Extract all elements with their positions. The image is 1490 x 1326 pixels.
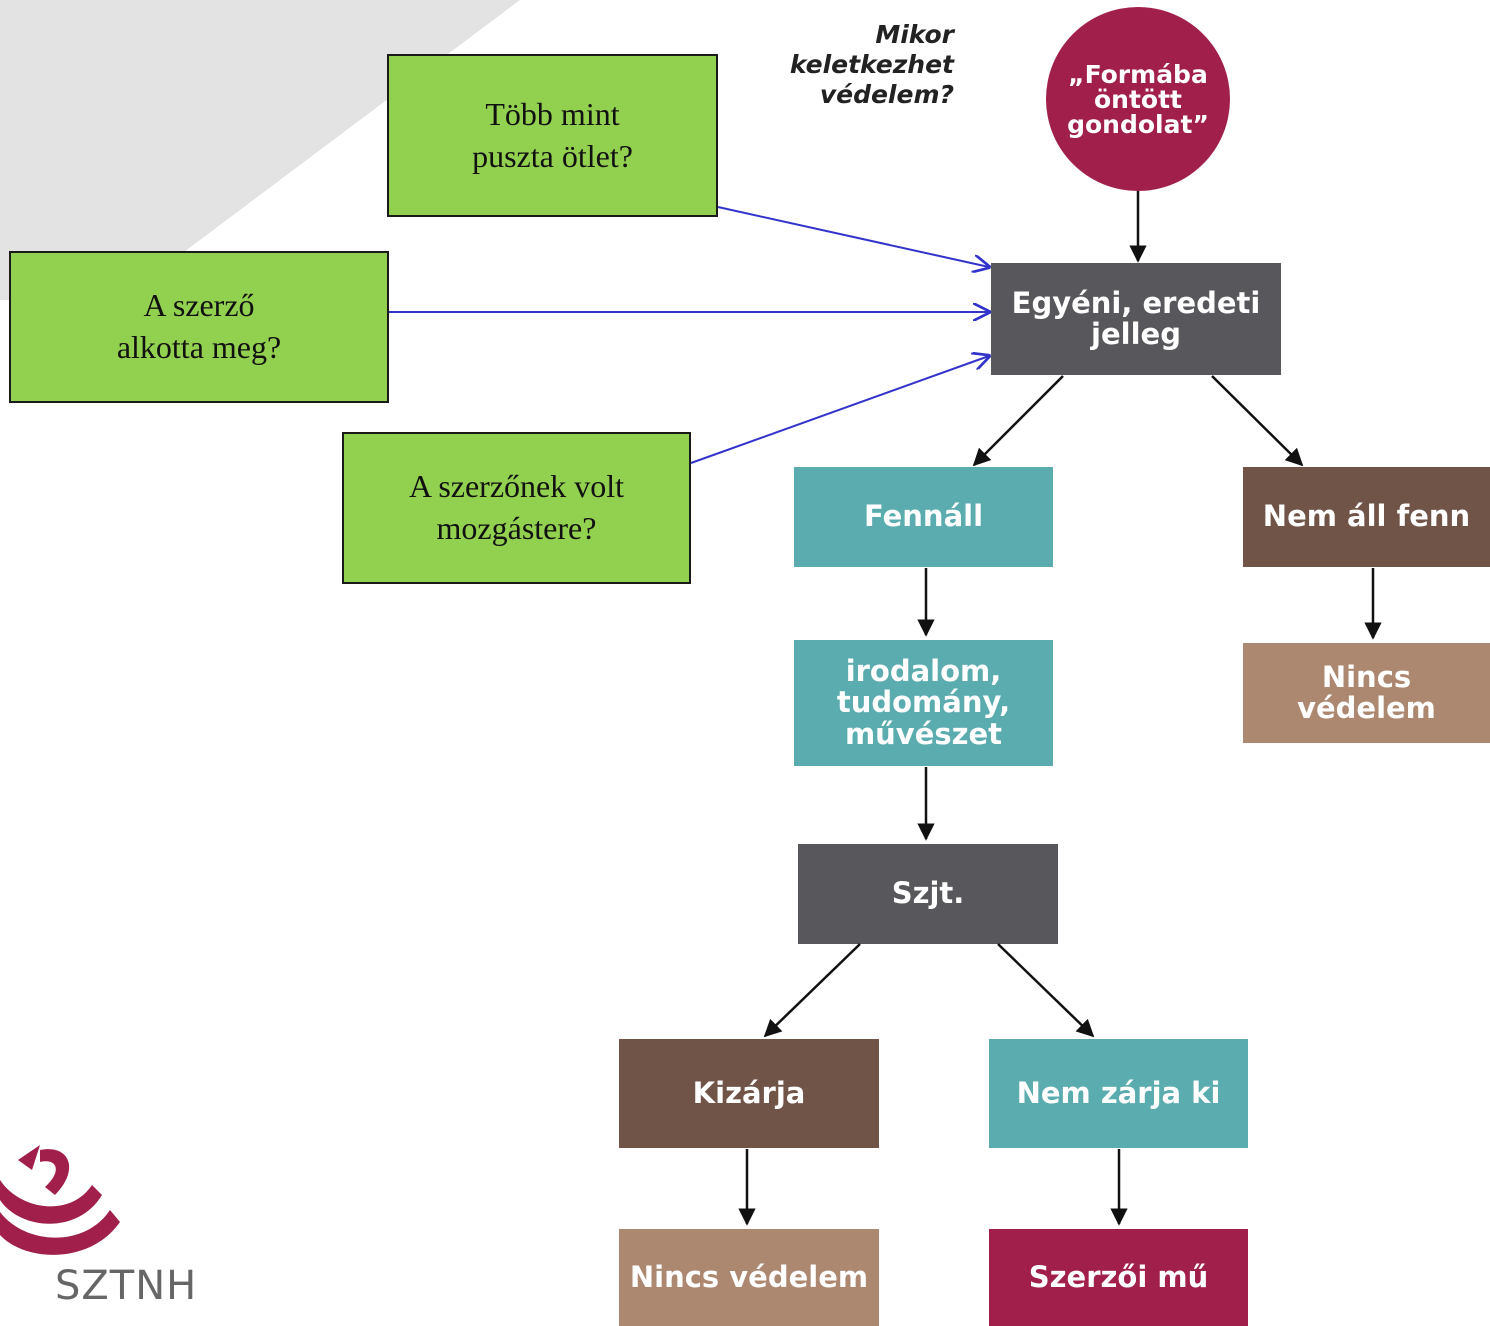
criteria-tobb-mint-text: Több mint puszta ötlet?	[472, 95, 633, 174]
question-label: Mikor keletkezhet védelem?	[770, 20, 954, 110]
node-nem-all-fenn: Nem áll fenn	[1243, 467, 1490, 567]
criteria-szerzo-alkotta-text: A szerző alkotta meg?	[116, 287, 282, 365]
node-nincs-vedelem-bottom: Nincs védelem	[619, 1229, 879, 1326]
arrow-egyeni-to-nem-all-fenn	[1211, 375, 1304, 467]
criteria-szerzo-alkotta-meg: A szerző alkotta meg?	[9, 251, 389, 403]
node-nincs-vedelem-right-label: Nincs védelem	[1297, 659, 1436, 725]
sztnh-logo-text: SZTNH	[55, 1263, 198, 1309]
node-szerzoi-mu: Szerzői mű	[989, 1229, 1248, 1326]
node-nincs-vedelem-bottom-label: Nincs védelem	[629, 1259, 869, 1294]
arrow-criteria-1	[717, 206, 989, 267]
start-text: „Formába öntött gondolat”	[1067, 59, 1209, 139]
arrow-egyeni-to-fennall	[972, 375, 1064, 467]
node-szjt: Szjt.	[798, 844, 1058, 944]
node-kizarja: Kizárja	[619, 1039, 879, 1148]
start-circle: „Formába öntött gondolat”	[1046, 7, 1230, 191]
sztnh-emblem-icon	[0, 1145, 120, 1255]
node-egyeni-label: Egyéni, eredeti jelleg	[1011, 285, 1261, 351]
criteria-mozgaster-text: A szerzőnek volt mozgástere?	[408, 468, 625, 546]
node-szerzoi-mu-label: Szerzői mű	[1028, 1259, 1209, 1294]
node-kizarja-label: Kizárja	[692, 1075, 806, 1110]
question-text: Mikor keletkezhet védelem?	[789, 20, 954, 109]
node-irodalom-label: irodalom, tudomány, művészet	[836, 654, 1011, 751]
node-fennall-label: Fennáll	[863, 499, 984, 534]
arrow-szjt-to-nem-zarja-ki	[997, 943, 1095, 1038]
node-nincs-vedelem-right: Nincs védelem	[1243, 643, 1490, 743]
node-irodalom-tudomany-muveszet: irodalom, tudomány, művészet	[794, 640, 1053, 766]
criteria-szerzonek-volt-mozgastere: A szerzőnek volt mozgástere?	[342, 432, 691, 584]
node-nem-zarja-ki: Nem zárja ki	[989, 1039, 1248, 1148]
criteria-tobb-mint-puszta-otlet: Több mint puszta ötlet?	[387, 54, 718, 217]
node-fennall: Fennáll	[794, 467, 1053, 567]
node-nem-zarja-ki-label: Nem zárja ki	[1016, 1075, 1221, 1110]
node-egyeni-eredeti-jelleg: Egyéni, eredeti jelleg	[991, 263, 1281, 375]
node-szjt-label: Szjt.	[891, 876, 965, 911]
node-nem-all-fenn-label: Nem áll fenn	[1262, 499, 1471, 534]
arrow-szjt-to-kizarja	[763, 943, 861, 1038]
arrow-criteria-3	[690, 356, 989, 464]
